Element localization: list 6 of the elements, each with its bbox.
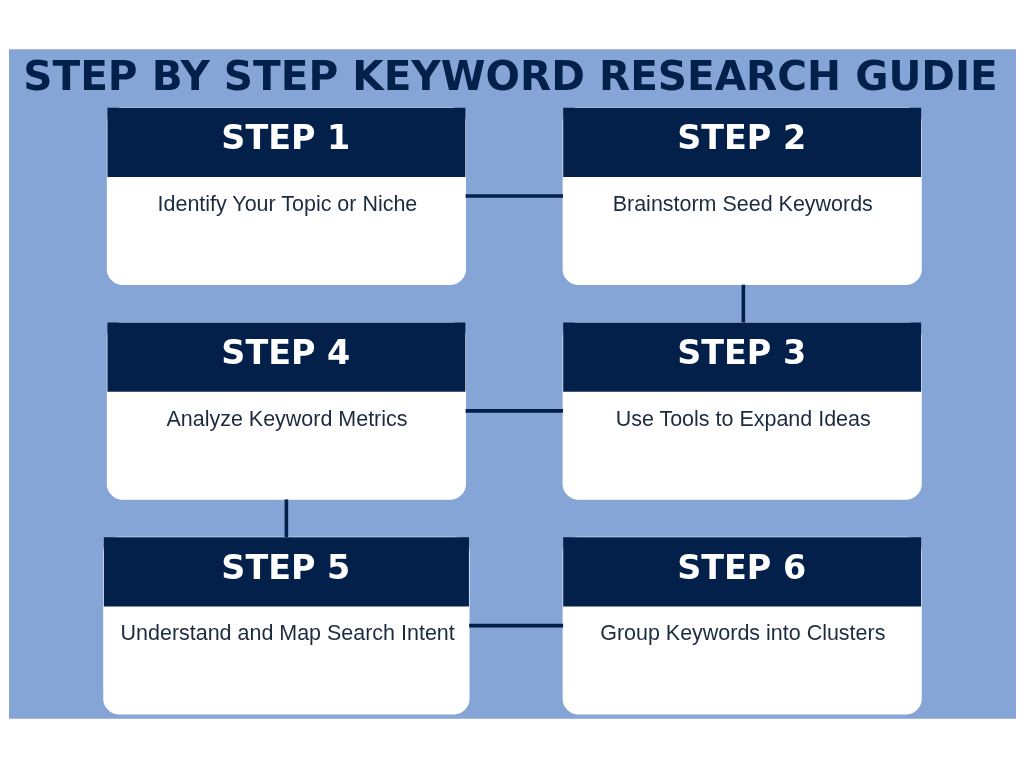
connector bbox=[284, 499, 288, 538]
connector bbox=[741, 284, 745, 323]
connector bbox=[465, 409, 563, 413]
diagram-title: STEP BY STEP KEYWORD RESEARCH GUDIE bbox=[22, 52, 998, 101]
connector bbox=[468, 623, 563, 628]
connector bbox=[465, 194, 563, 198]
